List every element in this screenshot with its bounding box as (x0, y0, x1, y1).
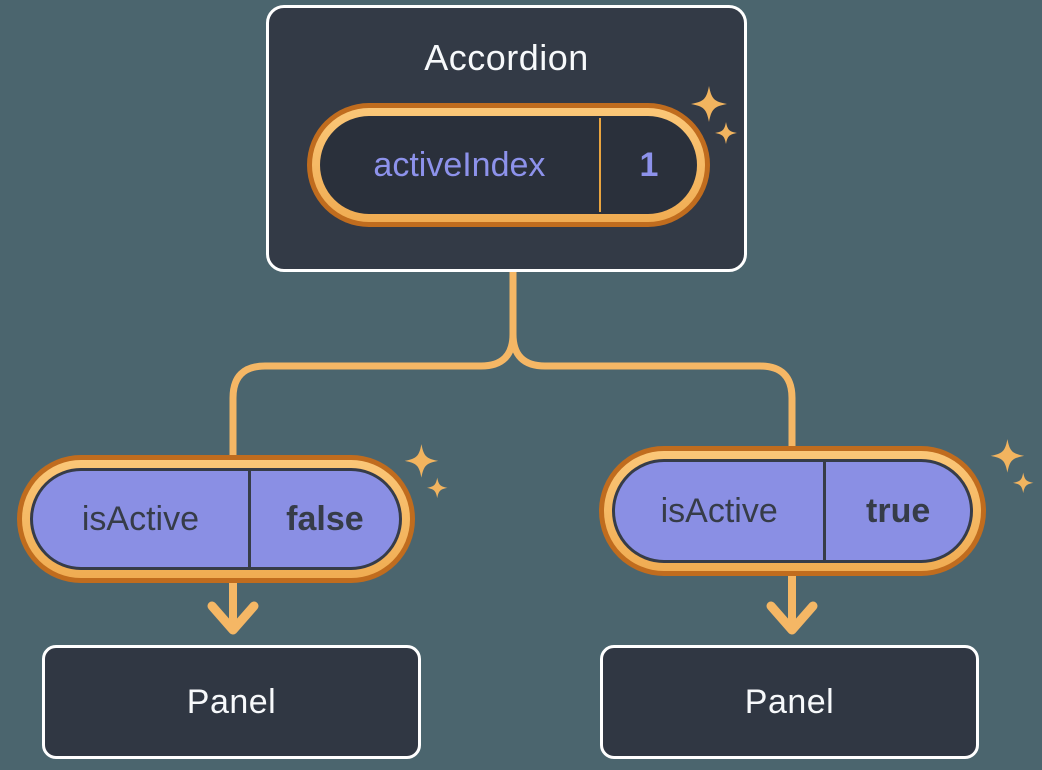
accordion-state-pill: activeIndex 1 (320, 116, 697, 214)
arrow-left-head (207, 601, 259, 635)
prop-name: isActive (660, 491, 778, 530)
pill-divider (598, 118, 601, 212)
right-prop-pill: isActive true (612, 459, 973, 563)
prop-value: true (866, 491, 931, 530)
sparkle-big-icon (404, 444, 439, 478)
right-panel-card: Panel (600, 645, 979, 759)
panel-title: Panel (744, 682, 835, 721)
left-prop-pill: isActive false (30, 468, 402, 570)
arrow-right-head (766, 601, 818, 635)
accordion-title: Accordion (424, 37, 589, 78)
left-prop-highlight: isActive false (17, 455, 415, 583)
sparkle-small-icon (1013, 472, 1034, 494)
left-panel-card: Panel (42, 645, 421, 759)
sparkle-big-icon (990, 439, 1025, 473)
state-value: 1 (639, 145, 659, 184)
branch-right-line (509, 268, 796, 464)
accordion-state-highlight: activeIndex 1 (307, 103, 710, 227)
sparkle-icon (990, 439, 1034, 494)
state-name: activeIndex (373, 145, 546, 184)
pill-divider (247, 471, 251, 567)
sparkle-small-icon (427, 477, 448, 499)
panel-title: Panel (186, 682, 277, 721)
prop-value: false (286, 499, 364, 538)
prop-name: isActive (81, 499, 199, 538)
pill-divider (823, 462, 827, 560)
right-prop-highlight: isActive true (599, 446, 986, 576)
branch-left-line (229, 268, 517, 474)
